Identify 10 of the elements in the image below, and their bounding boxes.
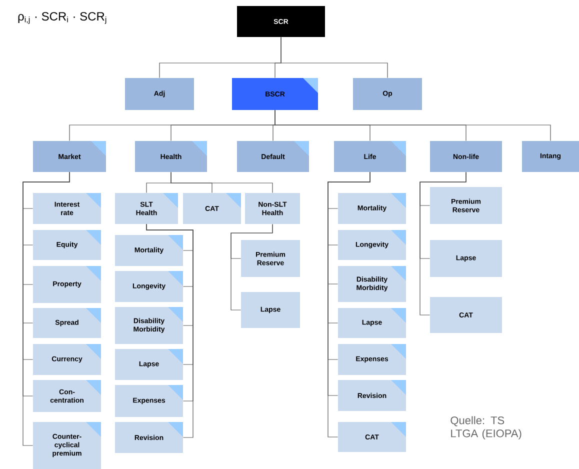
connector-line bbox=[146, 224, 194, 438]
source-note: Quelle: TS LTGA (EIOPA) bbox=[450, 416, 522, 440]
connector-line bbox=[280, 36, 388, 78]
connector-line bbox=[420, 172, 466, 316]
connector-line bbox=[328, 172, 370, 438]
formula: ρ$_{i,j}$ · SCR$_{i}$ · SCR$_{j}$ bbox=[18, 12, 106, 24]
connector-line bbox=[274, 110, 551, 142]
connector-line bbox=[22, 172, 70, 446]
connector-line bbox=[170, 172, 273, 194]
connector-line bbox=[230, 224, 273, 310]
